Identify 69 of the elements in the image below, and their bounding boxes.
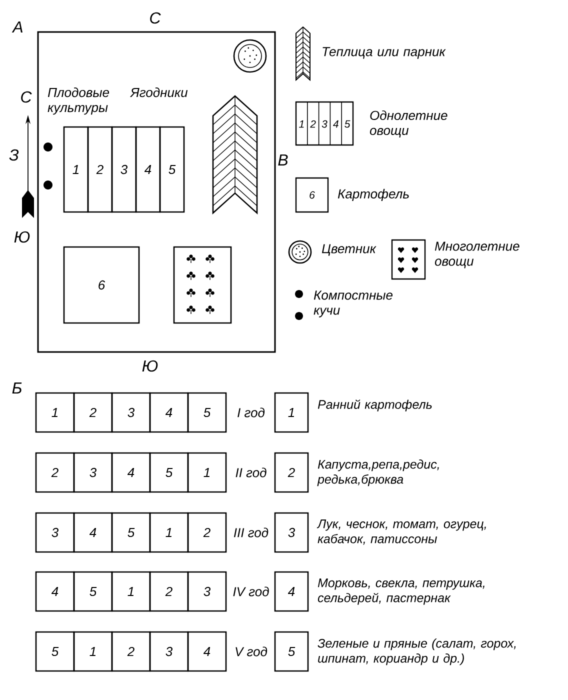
crop-description: Ранний картофель <box>318 400 432 412</box>
rotation-cell: 1 <box>187 452 227 493</box>
legend-text: Компостные кучи <box>314 290 392 318</box>
crop-number-box: 5 <box>274 631 309 672</box>
bed-strip: 1 <box>63 126 89 213</box>
rotation-cell: 2 <box>111 631 151 672</box>
compass-letter: С <box>150 12 161 24</box>
compass-letter: З <box>9 149 19 161</box>
rotation-cell: 4 <box>73 512 113 553</box>
rotation-cell: 2 <box>149 571 189 612</box>
legend-text: Картофель <box>338 188 409 202</box>
rotation-cell: 3 <box>187 571 227 612</box>
legend-text: Теплица или парник <box>322 47 446 59</box>
compass-letter: Ю <box>142 360 158 372</box>
rotation-cell: 3 <box>73 452 113 493</box>
rotation-cell: 1 <box>73 631 113 672</box>
legend-text: Цветник <box>322 244 376 256</box>
sample-number: 6 <box>310 191 315 199</box>
crop-number-box: 3 <box>274 512 309 553</box>
crop-description: Морковь, свекла, петрушка, сельдерей, пастернак <box>318 578 484 605</box>
rotation-cell: 2 <box>35 452 75 493</box>
rotation-cell: 3 <box>111 392 151 433</box>
year-label: V год <box>236 646 268 656</box>
bed-strip: 5 <box>159 126 185 213</box>
rotation-cell: 3 <box>149 631 189 672</box>
crop-description: Капуста,репа,редис, редька,брюква <box>317 460 439 486</box>
crop-description: Зеленые и пряные (салат, горох, шпинат, кориандр и др.) <box>318 638 516 666</box>
compass-letter: Ю <box>14 231 30 243</box>
rotation-cell: 3 <box>35 512 75 553</box>
area-label: Плодовые культуры <box>48 88 110 115</box>
crop-description: Лук, чеснок, томат, огурец, кабачок, патиссоны <box>316 520 486 545</box>
rotation-cell: 4 <box>187 631 227 672</box>
potato-plot: 6 <box>63 246 140 324</box>
sample-number: 3 <box>322 120 328 128</box>
bed-strip: 4 <box>135 126 161 213</box>
rotation-cell: 5 <box>187 392 227 433</box>
rotation-cell: 4 <box>111 452 151 493</box>
rotation-cell: 5 <box>73 571 113 612</box>
area-label: Ягодники <box>130 88 188 98</box>
bed-strip: 3 <box>111 126 137 213</box>
year-label: III год <box>234 528 268 538</box>
compass-letter: С <box>21 91 32 103</box>
rotation-cell: 4 <box>35 571 75 612</box>
rotation-cell: 1 <box>35 392 75 433</box>
rotation-cell: 1 <box>149 512 189 553</box>
sample-number: 2 <box>310 120 316 128</box>
sample-number: 4 <box>333 120 338 128</box>
year-label: II год <box>236 468 266 478</box>
rotation-cell: 5 <box>35 631 75 672</box>
sample-number: 1 <box>299 120 304 128</box>
bed-strip: 2 <box>87 126 113 213</box>
sample-number: 5 <box>344 120 350 128</box>
year-label: IV год <box>233 586 269 596</box>
crop-number-box: 4 <box>274 571 309 612</box>
crop-number-box: 2 <box>274 452 309 493</box>
rotation-cell: 5 <box>111 512 151 553</box>
rotation-cell: 4 <box>149 392 189 433</box>
section-letter: Б <box>12 382 22 394</box>
perennial-bed <box>173 246 232 324</box>
rotation-cell: 2 <box>187 512 227 553</box>
year-label: I год <box>238 408 265 418</box>
rotation-cell: 5 <box>149 452 189 493</box>
rotation-cell: 2 <box>73 392 113 433</box>
rotation-cell: 1 <box>111 571 151 612</box>
legend-text: Однолетние овощи <box>370 110 448 138</box>
crop-number-box: 1 <box>274 392 309 433</box>
compass-letter: В <box>278 154 288 166</box>
compass-letter: А <box>12 22 22 32</box>
legend-text: Многолетние овощи <box>434 242 520 268</box>
